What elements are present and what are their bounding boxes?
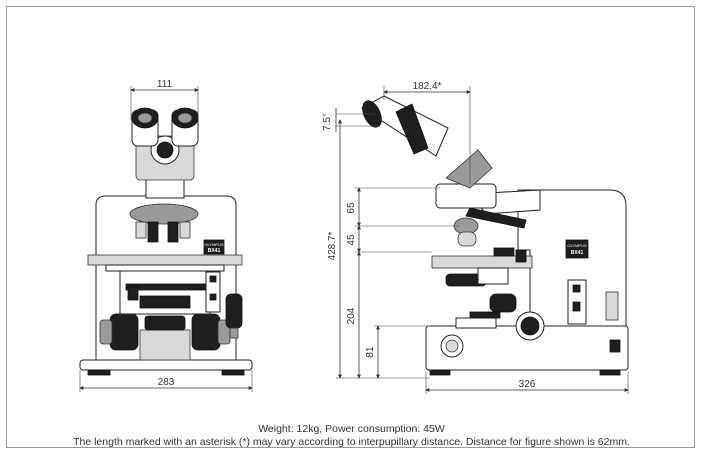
svg-text:OLYMPUS: OLYMPUS <box>567 243 587 248</box>
side-view-microscope <box>361 95 629 376</box>
dim-side-eyepiece-reach: 182.4* <box>413 81 442 92</box>
dim-side-h81: 81 <box>365 346 376 358</box>
brand-badge-front: OLYMPUS BX41 <box>204 242 224 254</box>
dim-side-h204: 204 <box>346 307 357 324</box>
dim-side-base-depth: 326 <box>519 379 536 390</box>
dim-side-total-height: 428.7* <box>327 231 338 260</box>
caption: Weight: 12kg, Power consumption: 45W The… <box>0 423 703 449</box>
brand-badge-side: OLYMPUS BX41 <box>567 243 587 256</box>
side-dimensions: 182.4* 7.5° 428.7* 65 45 204 81 326 <box>322 81 629 394</box>
dim-side-tilt-angle: 7.5° <box>322 113 333 131</box>
front-dimensions: 111 283 <box>79 79 253 392</box>
dim-front-eyepiece-width: 111 <box>157 79 173 90</box>
dim-side-h45: 45 <box>346 234 357 246</box>
svg-text:OLYMPUS: OLYMPUS <box>204 242 224 247</box>
svg-text:BX41: BX41 <box>571 250 584 256</box>
caption-weight-power: Weight: 12kg, Power consumption: 45W <box>258 423 445 435</box>
caption-asterisk-note: The length marked with an asterisk (*) m… <box>73 436 630 448</box>
dim-side-h65: 65 <box>346 202 357 214</box>
front-view-microscope <box>79 107 253 376</box>
svg-text:BX41: BX41 <box>208 248 221 254</box>
dim-front-base-width: 283 <box>158 377 175 388</box>
